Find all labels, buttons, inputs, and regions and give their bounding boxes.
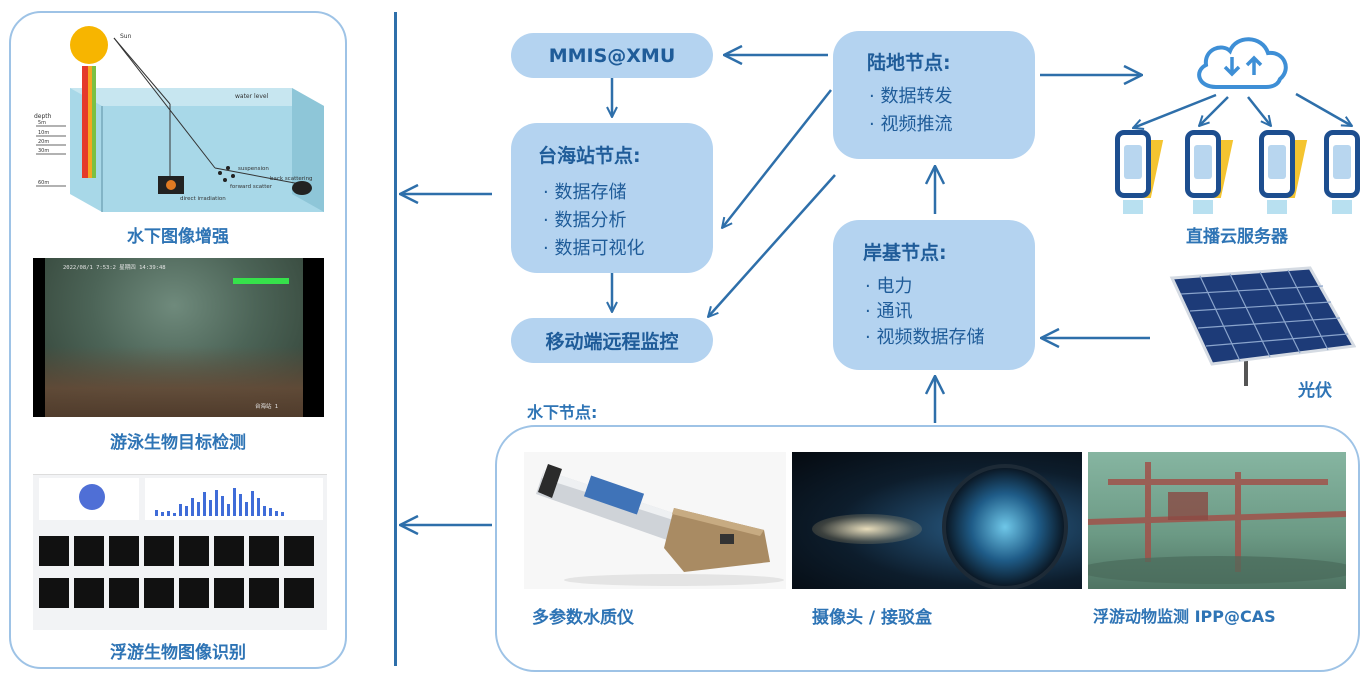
camera-lens-photo [792,452,1082,589]
plankton-thumbnail [74,536,104,566]
phone-icon [1324,130,1360,214]
detection-box [233,278,289,284]
depth-tick-label: 10m [38,130,49,136]
plankton-thumbnail [39,578,69,608]
video-timestamp: 2022/08/1 7:53:2 星期四 14:39:48 [63,265,166,271]
cloud-icon [1197,37,1288,89]
shore-node-item: · 通讯 [865,301,913,322]
phone-icon [1185,130,1234,214]
plankton-thumbnail [284,536,314,566]
plankton-thumbnail [214,578,244,608]
plankton-recognition-caption: 浮游生物图像识别 [110,643,246,663]
taihai-node-title: 台海站节点: [538,145,641,167]
taihai-node-item: · 数据可视化 [543,238,645,259]
land-node-item: · 视频推流 [869,114,953,135]
water-quality-caption: 多参数水质仪 [532,608,634,628]
cloud-server-caption: 直播云服务器 [1186,227,1288,247]
image-enhancement-caption: 水下图像增强 [127,227,229,247]
left-image-panel [9,11,347,669]
underwater-nodes-panel [495,425,1360,672]
plankton-thumbnail [284,578,314,608]
back-scattering-label: back scattering [270,176,313,182]
vertical-divider [394,12,397,666]
suspension-label: suspension [238,166,269,172]
mmis-node: MMIS@XMU [511,33,713,78]
shore-node-title: 岸基节点: [863,242,947,264]
depth-tick-label: 5m [38,120,46,126]
plankton-thumbnail [144,536,174,566]
sun-label: Sun [120,33,132,40]
shore-node-item: · 电力 [865,276,913,297]
taihai-station-node: 台海站节点: · 数据存储 · 数据分析 · 数据可视化 [511,123,713,273]
phone-icon [1115,130,1164,214]
plankton-thumbnail [39,536,69,566]
phone-icon [1259,130,1308,214]
plankton-thumbnail [74,578,104,608]
plankton-thumbnail [249,536,279,566]
depth-tick-label: 20m [38,139,49,145]
plankton-thumbnail [179,536,209,566]
depth-tick-label: 30m [38,148,49,154]
direct-irradiation-label: direct irradiation [180,196,226,202]
land-node-title: 陆地节点: [867,52,951,74]
solar-caption: 光伏 [1298,381,1332,401]
plankton-thumbnail [179,578,209,608]
object-detection-caption: 游泳生物目标检测 [110,433,246,453]
solar-panel-icon [1169,266,1356,386]
shore-node: 岸基节点: · 电力 · 通讯 · 视频数据存储 [833,220,1035,370]
depth-tick-label: 60m [38,180,49,186]
plankton-monitoring-photo [1088,452,1346,589]
water-quality-sonde-photo [524,452,786,589]
plankton-monitoring-caption: 浮游动物监测 IPP@CAS [1093,607,1276,626]
underwater-nodes-title: 水下节点: [527,403,598,422]
pie-chart-thumbnail [79,484,105,510]
land-node-item: · 数据转发 [869,86,953,107]
forward-scatter-label: forward scatter [230,184,273,190]
plankton-dashboard-screenshot [33,466,327,630]
object-detection-video: 2022/08/1 7:53:2 星期四 14:39:48 台海站 1 [33,258,324,417]
taihai-node-item: · 数据存储 [543,182,627,203]
water-level-label: water level [235,93,269,100]
plankton-thumbnail [109,578,139,608]
plankton-thumbnail [144,578,174,608]
camera-junction-box-caption: 摄像头 / 接驳盒 [812,608,933,628]
mobile-monitoring-node: 移动端远程监控 [511,318,713,363]
image-enhancement-diagram: Sun water level depth 5m 10m 20m 30m 60m… [30,18,324,212]
land-node: 陆地节点: · 数据转发 · 视频推流 [833,31,1035,159]
shore-node-item: · 视频数据存储 [865,327,985,348]
depth-label: depth [34,113,52,120]
plankton-thumbnail [214,536,244,566]
video-channel-label: 台海站 1 [255,404,279,410]
plankton-thumbnail [109,536,139,566]
taihai-node-item: · 数据分析 [543,210,627,231]
plankton-thumbnail [249,578,279,608]
